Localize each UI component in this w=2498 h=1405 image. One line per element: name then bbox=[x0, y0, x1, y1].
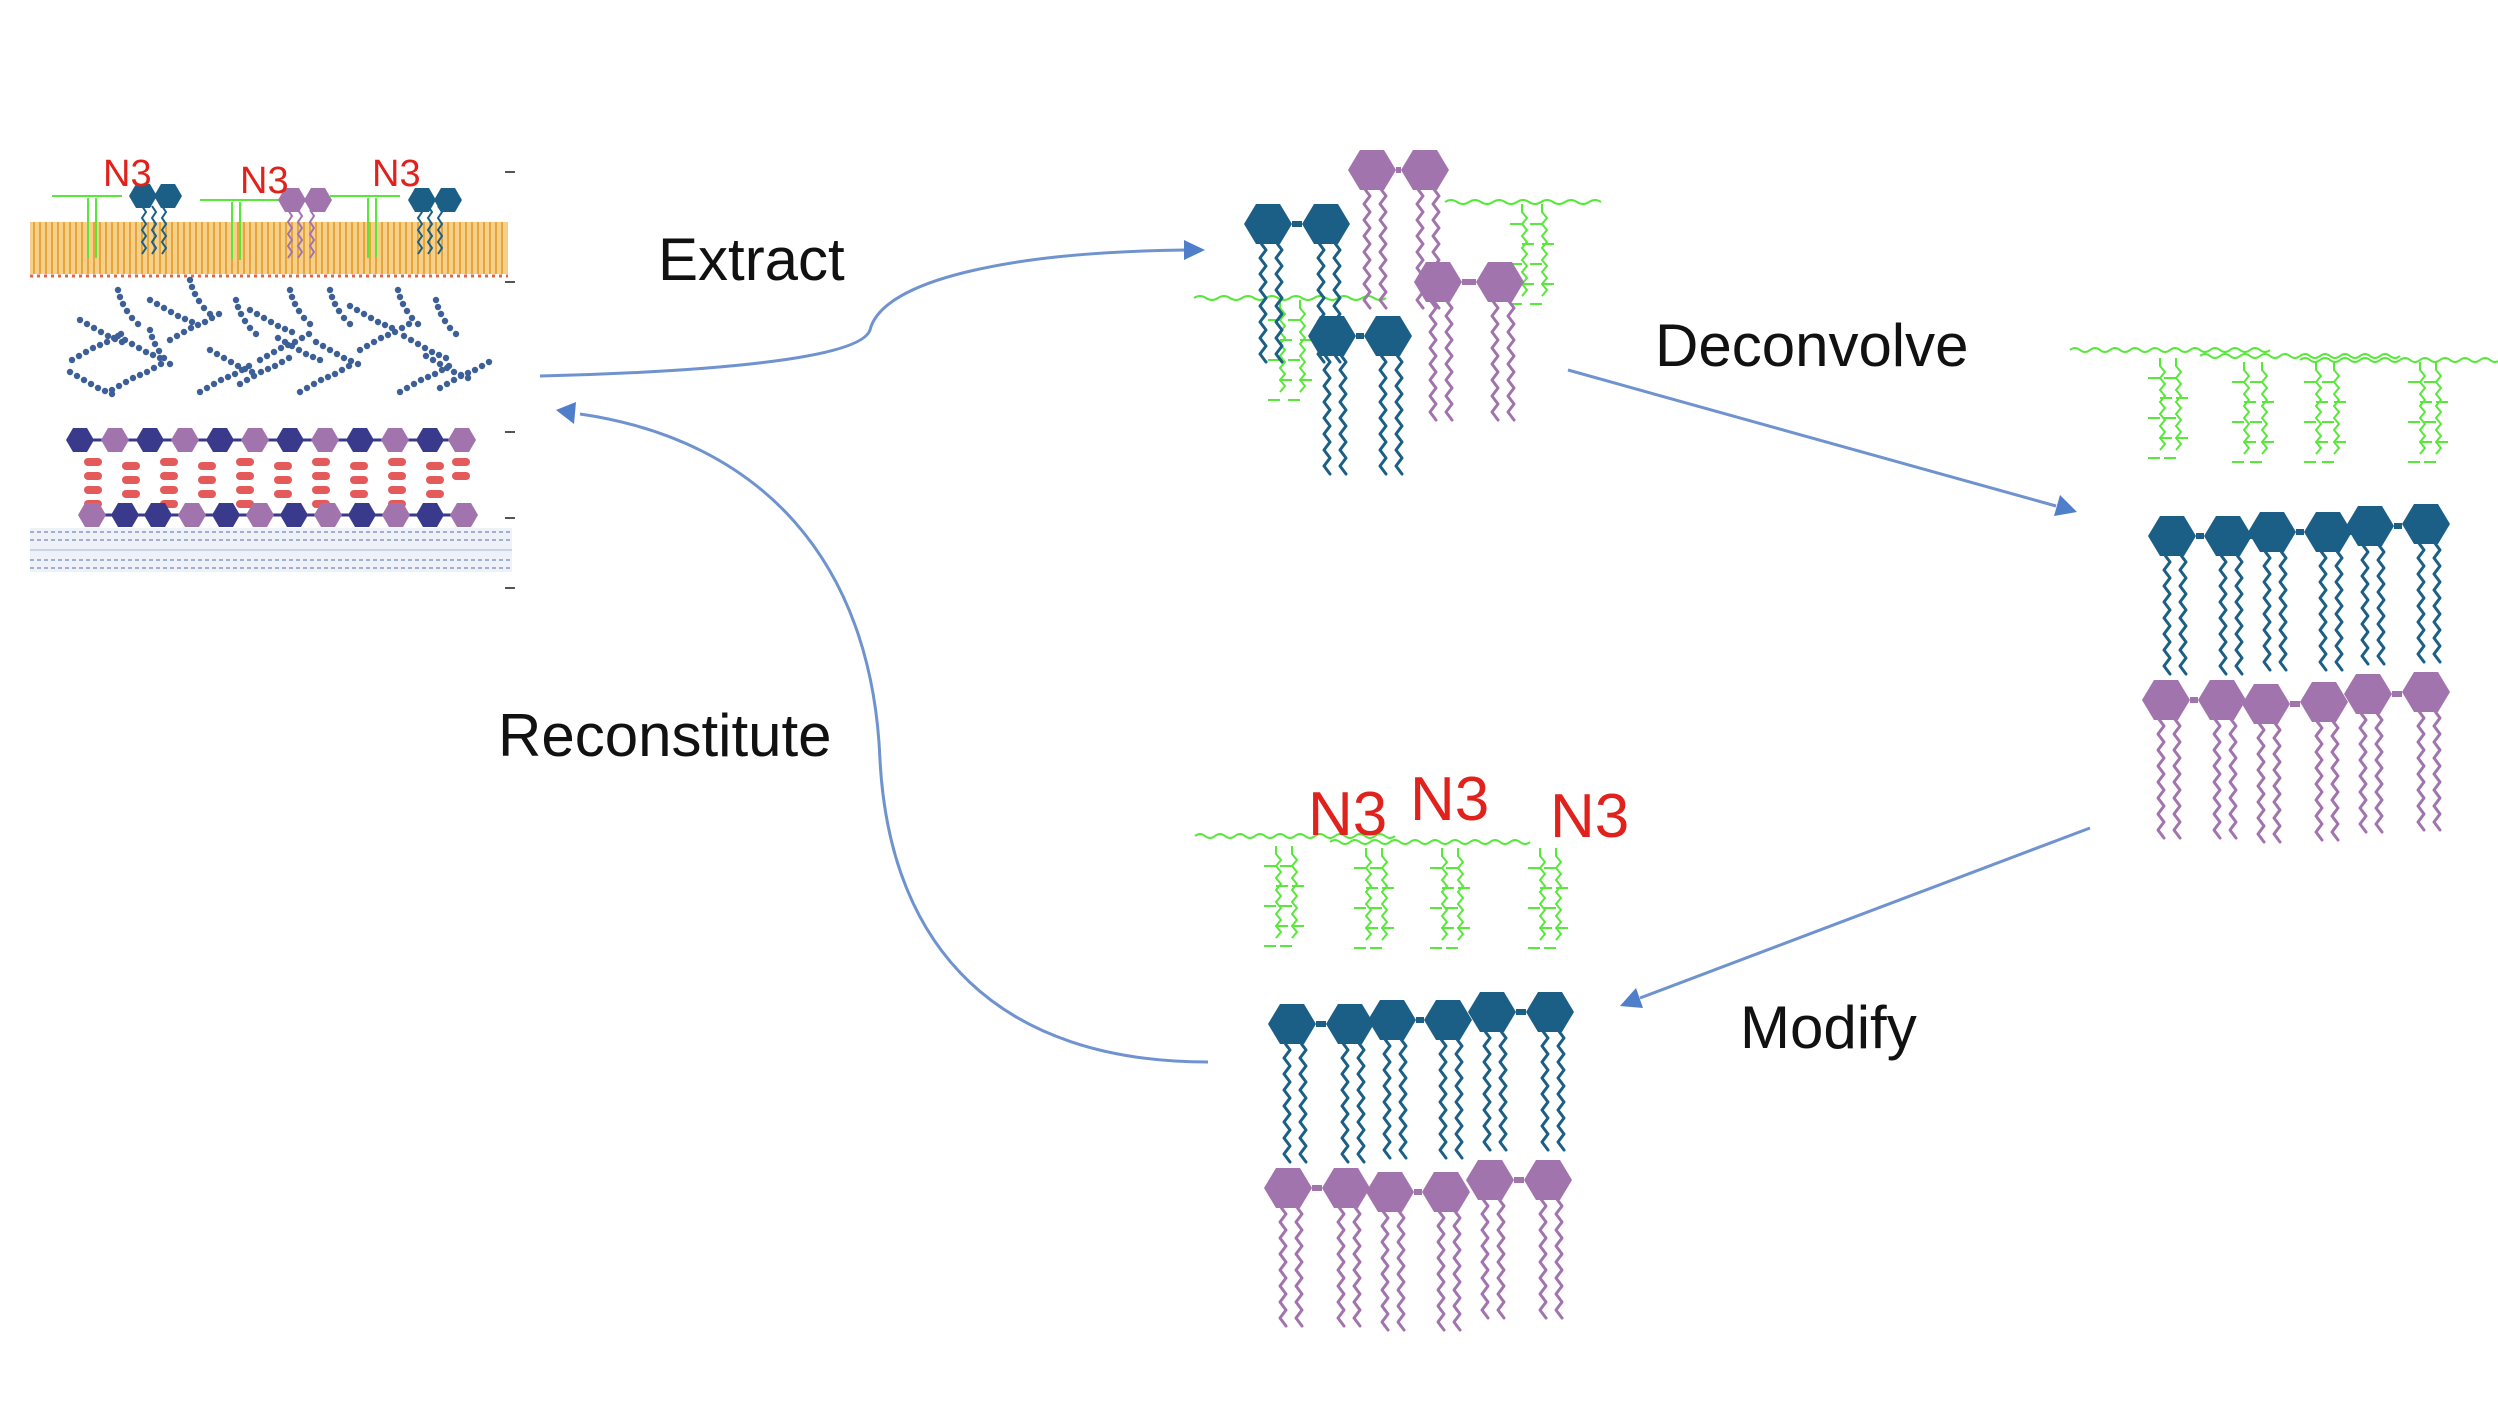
outer-membrane bbox=[30, 222, 508, 278]
scale-ticks bbox=[505, 171, 515, 589]
arabinogalactan-layer bbox=[66, 428, 478, 527]
reconstitute-label: Reconstitute bbox=[498, 702, 832, 769]
extracted-lipid-mixture bbox=[1193, 150, 1602, 474]
modify-arrow bbox=[1620, 826, 2091, 1008]
n3-label: N3 bbox=[103, 153, 152, 195]
cell-envelope: N3 N3 N3 bbox=[30, 153, 515, 589]
peptidoglycan-network bbox=[66, 276, 493, 398]
reconstitute-arrow bbox=[556, 402, 1209, 1064]
extract-arrow bbox=[539, 240, 1205, 378]
modify-label: Modify bbox=[1740, 994, 1917, 1061]
n3-label: N3 bbox=[240, 160, 289, 202]
modified-lipid-classes: N3 N3 N3 bbox=[1194, 765, 1629, 1330]
n3-label: N3 bbox=[1308, 780, 1387, 849]
n3-label: N3 bbox=[1410, 765, 1489, 834]
inner-membrane bbox=[30, 528, 512, 572]
deconvolved-lipid-classes bbox=[2069, 347, 2498, 842]
deconvolve-label: Deconvolve bbox=[1655, 312, 1969, 379]
n3-label: N3 bbox=[1550, 782, 1629, 851]
surface-glycolipids bbox=[52, 184, 462, 260]
extract-label: Extract bbox=[658, 226, 845, 293]
deconvolve-arrow bbox=[1567, 368, 2077, 516]
n3-label: N3 bbox=[372, 153, 421, 195]
